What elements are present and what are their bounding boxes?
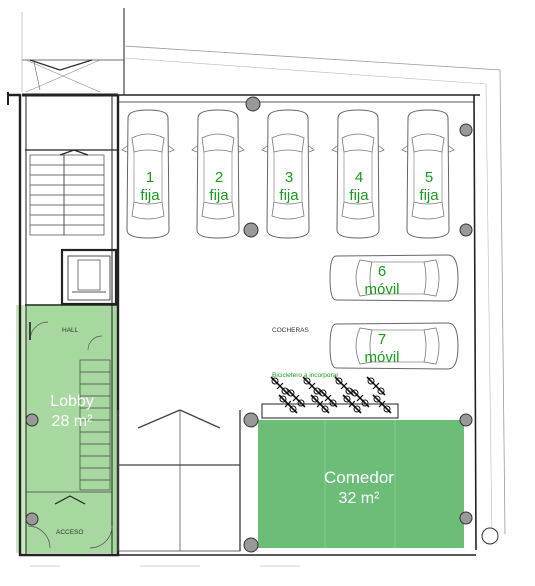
garage-ramp bbox=[117, 409, 241, 552]
lobby-size: 28 m² bbox=[52, 413, 94, 430]
acceso-label: ACCESO bbox=[56, 529, 83, 536]
lobby-name: Lobby bbox=[50, 393, 94, 410]
street-edge bbox=[21, 8, 125, 95]
upper-stairs bbox=[29, 149, 105, 236]
parking-7-type: móvil bbox=[364, 349, 399, 366]
bike-rack bbox=[261, 376, 399, 419]
parking-6-type: móvil bbox=[364, 281, 399, 298]
hall-label: HALL bbox=[62, 327, 79, 334]
columns bbox=[25, 96, 499, 553]
parking-1-type: fija bbox=[140, 187, 160, 204]
bike-rack-note: Bicicletero a incorporar bbox=[272, 372, 339, 379]
parking-7-number: 7 bbox=[378, 331, 386, 348]
building-walls bbox=[7, 92, 480, 557]
parking-4-type: fija bbox=[349, 187, 369, 204]
doors bbox=[27, 321, 113, 549]
parking-3-type: fija bbox=[279, 187, 299, 204]
comedor-area bbox=[258, 420, 464, 548]
elevator bbox=[60, 248, 118, 306]
parking-2-number: 2 bbox=[215, 169, 223, 186]
lot-boundary bbox=[123, 45, 506, 541]
comedor-name: Comedor bbox=[324, 468, 394, 487]
parking-2-type: fija bbox=[209, 187, 229, 204]
cocheras-label: COCHERAS bbox=[272, 327, 310, 334]
parking-1-number: 1 bbox=[146, 169, 154, 186]
lobby-stairs bbox=[26, 359, 112, 505]
parking-3-number: 3 bbox=[285, 169, 293, 186]
lobby-area bbox=[25, 305, 117, 553]
comedor-size: 32 m² bbox=[339, 490, 381, 507]
parking-5-type: fija bbox=[419, 187, 439, 204]
parking-5-number: 5 bbox=[425, 169, 433, 186]
parking-4-number: 4 bbox=[355, 169, 363, 186]
parking-6-number: 6 bbox=[378, 263, 386, 280]
